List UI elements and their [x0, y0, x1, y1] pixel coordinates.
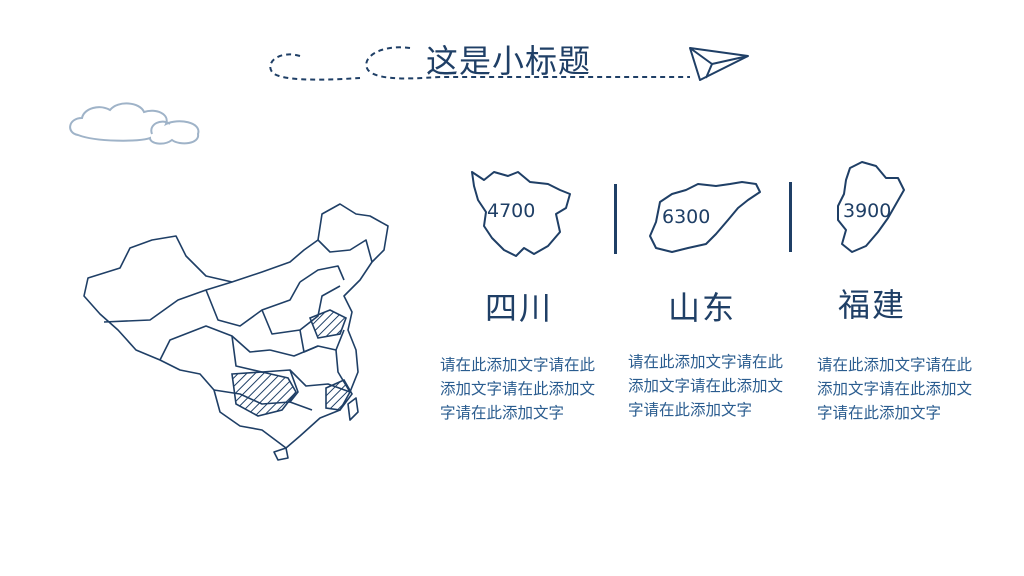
divider-1 — [614, 184, 617, 254]
province-value-sichuan: 4700 — [487, 200, 536, 222]
province-value-fujian: 3900 — [843, 200, 892, 222]
sichuan-outline-icon — [471, 171, 571, 257]
province-description-shandong: 请在此添加文字请在此添加文字请在此添加文字请在此添加文字 — [628, 353, 784, 419]
province-description-sichuan: 请在此添加文字请在此添加文字请在此添加文字请在此添加文字 — [440, 356, 596, 422]
paper-plane-icon — [689, 47, 749, 81]
province-value-shandong: 6300 — [662, 206, 711, 228]
map-highlight-sichuan — [231, 371, 297, 417]
province-description-fujian: 请在此添加文字请在此添加文字请在此添加文字请在此添加文字 — [817, 356, 973, 422]
province-name-fujian: 福建 — [838, 286, 907, 324]
shandong-outline-icon — [649, 181, 761, 253]
divider-2 — [789, 182, 792, 252]
fujian-outline-icon — [837, 161, 905, 253]
province-name-shandong: 山东 — [668, 289, 737, 327]
province-name-sichuan: 四川 — [485, 289, 554, 327]
dashed-line — [365, 46, 690, 80]
map-highlight-shandong — [308, 309, 348, 339]
map-highlight-fujian — [325, 378, 353, 411]
slide-title: 这是小标题 — [426, 42, 592, 80]
dashed-loop-left — [269, 53, 361, 81]
